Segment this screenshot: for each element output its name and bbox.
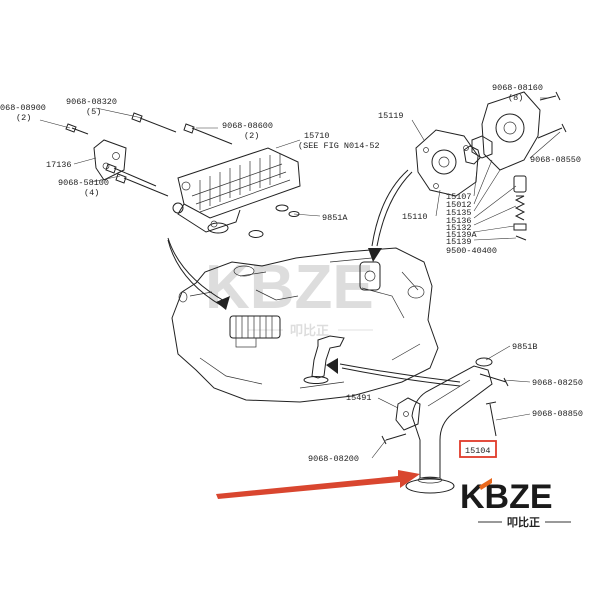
label-15119: 15119	[378, 111, 404, 121]
red-arrow	[216, 470, 420, 499]
label-9068-58100: 9068-58100	[58, 178, 109, 188]
label-9068-08900: 068-08900	[0, 103, 46, 113]
label-15491: 15491	[346, 393, 372, 403]
label-9500-40400: 9500-40400	[446, 246, 497, 256]
label-15135: 15135	[446, 208, 472, 218]
label-9068-08850: 9068-08850	[532, 409, 583, 419]
label-15710: 15710	[304, 131, 330, 141]
highlight-box	[459, 440, 497, 458]
watermark-main-text: KBZE	[205, 253, 374, 322]
label-9068-08160: 9068-08160	[492, 83, 543, 93]
engine-block	[171, 247, 439, 403]
label-9068-58100-qty: (4)	[84, 188, 99, 198]
brand-logo: KBZE 叩比正	[460, 478, 571, 529]
label-9068-08600: 9068-08600	[222, 121, 273, 131]
label-15110: 15110	[402, 212, 428, 222]
part-labels: 068-08900 (2) 9068-08320 (5) 9068-08600 …	[0, 83, 583, 464]
watermark-sub-text: 叩比正	[290, 323, 329, 338]
label-15012: 15012	[446, 200, 472, 210]
label-15132: 15132	[446, 223, 472, 233]
logo-main-text: KBZE	[460, 478, 553, 516]
oil-cooler-assembly	[65, 112, 301, 238]
flow-arrows	[167, 169, 461, 387]
label-9068-08250: 9068-08250	[532, 378, 583, 388]
engine-pump	[359, 261, 381, 291]
label-9068-08900-qty: (2)	[16, 113, 31, 123]
label-9068-08600-qty: (2)	[244, 131, 259, 141]
label-9068-08320-qty: (5)	[86, 107, 101, 117]
suction-pipe-assembly	[381, 357, 509, 494]
label-9851A: 9851A	[322, 213, 348, 223]
oil-pump-assembly	[415, 91, 567, 241]
label-9851B: 9851B	[512, 342, 538, 352]
label-15139A: 15139A	[446, 230, 478, 240]
label-9068-08200: 9068-08200	[308, 454, 359, 464]
label-9068-08550: 9068-08550	[530, 155, 581, 165]
label-9068-08160-qty: (8)	[508, 93, 523, 103]
label-15710-note: (SEE FIG N014-52	[298, 141, 380, 151]
engine-strainer	[303, 335, 345, 384]
label-15107: 15107	[446, 192, 472, 202]
label-15139: 15139	[446, 237, 472, 247]
logo-accent-mark	[479, 478, 492, 490]
engine-oil-cooler	[229, 315, 281, 348]
label-15136: 15136	[446, 216, 472, 226]
label-9068-08320: 9068-08320	[66, 97, 117, 107]
label-17136: 17136	[46, 160, 72, 170]
logo-sub-text: 叩比正	[507, 515, 540, 529]
leader-lines	[39, 97, 561, 459]
watermark: KBZE 叩比正	[205, 253, 374, 338]
label-15104: 15104	[465, 446, 491, 456]
